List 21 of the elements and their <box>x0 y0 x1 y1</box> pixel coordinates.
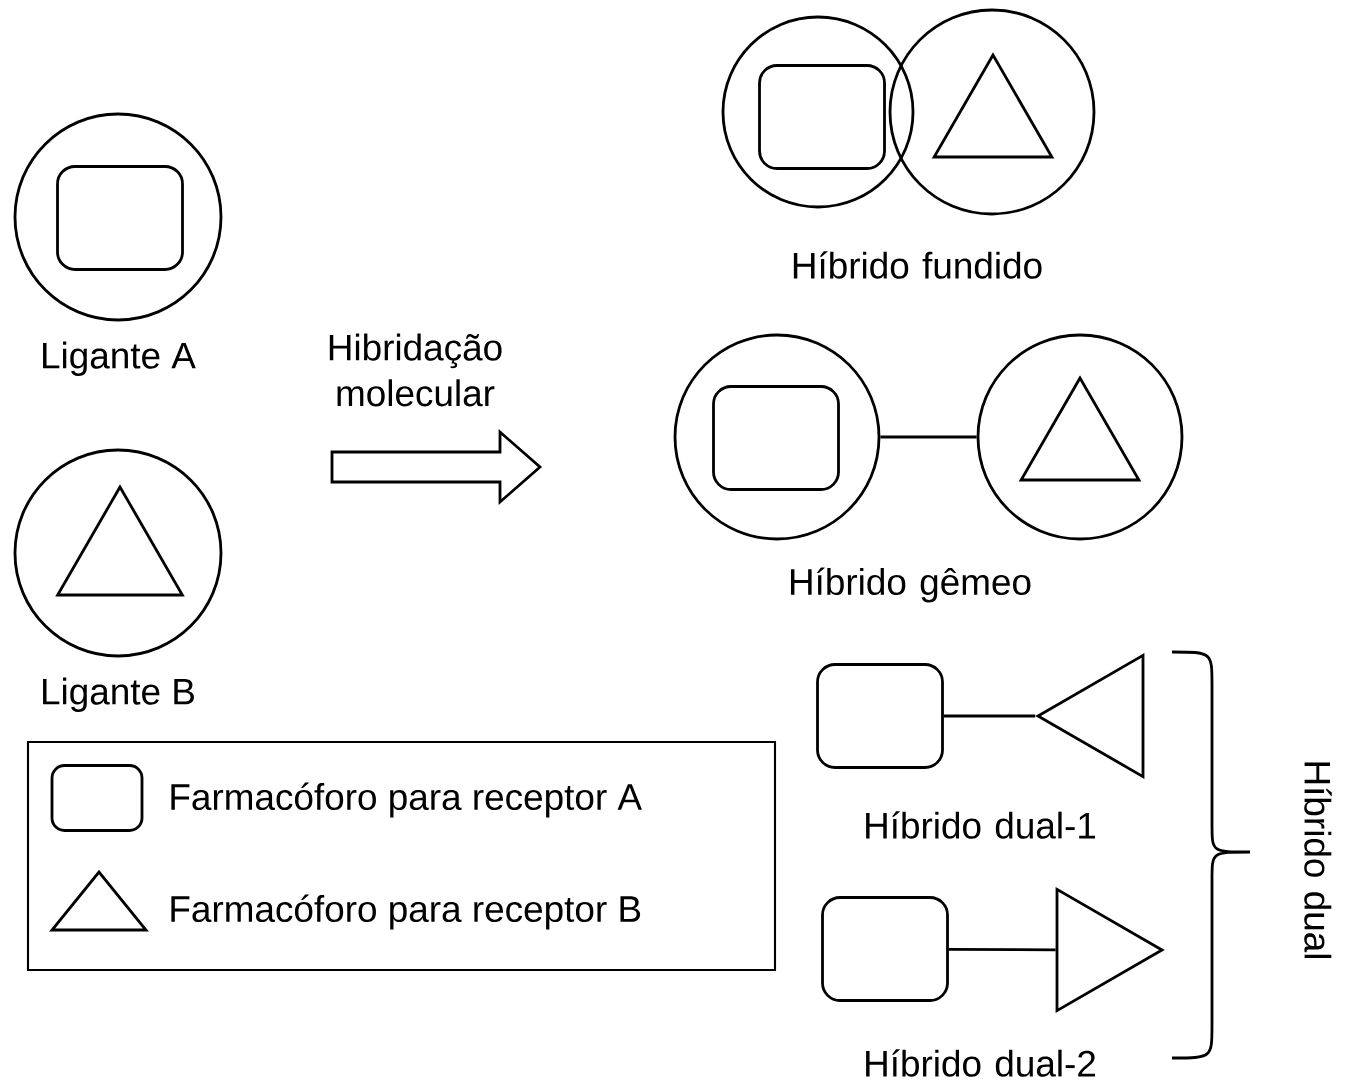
ligand-circle <box>888 8 1096 216</box>
pharmacophore-square <box>758 64 886 170</box>
caption-text: Híbrido dual <box>1304 762 1332 958</box>
pharmacophore-square <box>816 663 944 769</box>
node-label: Ligante A <box>43 341 196 377</box>
caption-text: Hibridação molecular <box>329 333 502 407</box>
legend-entry: Farmacóforo para receptor A <box>50 764 642 832</box>
ligand-circle <box>721 15 915 209</box>
caption-text: Híbrido fundido <box>793 251 1042 279</box>
caption-text: Híbrido gêmeo <box>791 567 1031 603</box>
ligand-circle <box>673 333 881 541</box>
pharmacophore-square <box>56 165 184 271</box>
caption-text: Híbrido dual-1 <box>866 811 1096 839</box>
pharmacophore-square <box>821 896 949 1002</box>
linker-line <box>948 947 1056 952</box>
node-label: Ligante B <box>43 677 194 713</box>
linker-line <box>880 435 977 439</box>
caption-text: Híbrido dual-2 <box>866 1049 1095 1077</box>
linker-line <box>943 714 1036 718</box>
ligand-circle <box>976 333 1184 541</box>
pharmacophore-square <box>712 385 840 491</box>
